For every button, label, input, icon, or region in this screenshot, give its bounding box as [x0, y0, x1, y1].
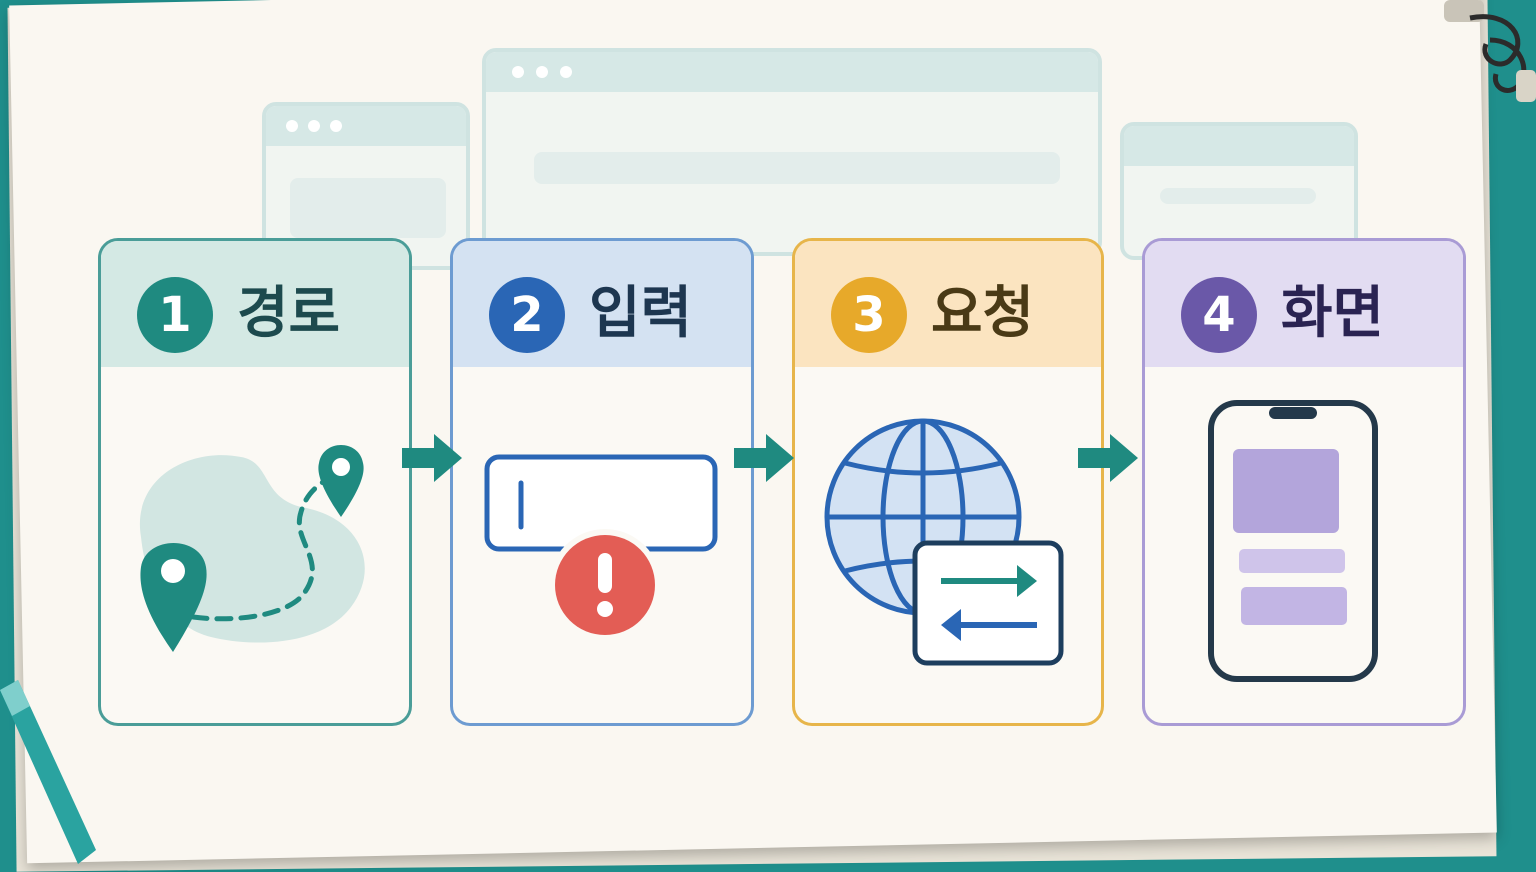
globe-exchange-icon	[824, 418, 1064, 666]
step-number-badge: 3	[831, 277, 907, 353]
arrow-right-icon	[1078, 434, 1138, 482]
step-title: 경로	[237, 281, 341, 346]
step-title: 화면	[1281, 281, 1385, 346]
step-title: 요청	[931, 281, 1035, 346]
pen-icon	[0, 680, 96, 864]
step-card-route: 1 경로	[98, 238, 412, 726]
background-window-left	[262, 102, 470, 270]
step-number-badge: 1	[137, 277, 213, 353]
arrow-right-icon	[402, 434, 462, 482]
step-card-header: 2 입력	[453, 241, 751, 367]
step-card-header: 3 요청	[795, 241, 1101, 367]
arrow-right-icon	[734, 434, 794, 482]
route-map-icon	[139, 445, 365, 652]
background-window-center	[482, 48, 1102, 256]
binder-ring-icon	[1444, 0, 1536, 102]
step-card-screen: 4 화면	[1142, 238, 1466, 726]
step-card-header: 1 경로	[101, 241, 409, 367]
step-number-badge: 4	[1181, 277, 1257, 353]
step-card-input: 2 입력	[450, 238, 754, 726]
step-title: 입력	[589, 281, 693, 346]
step-number-badge: 2	[489, 277, 565, 353]
step-card-request: 3 요청	[792, 238, 1104, 726]
background-window-right	[1120, 122, 1358, 260]
step-card-header: 4 화면	[1145, 241, 1463, 367]
input-error-icon	[484, 454, 718, 641]
mobile-screen-icon	[1208, 400, 1378, 682]
